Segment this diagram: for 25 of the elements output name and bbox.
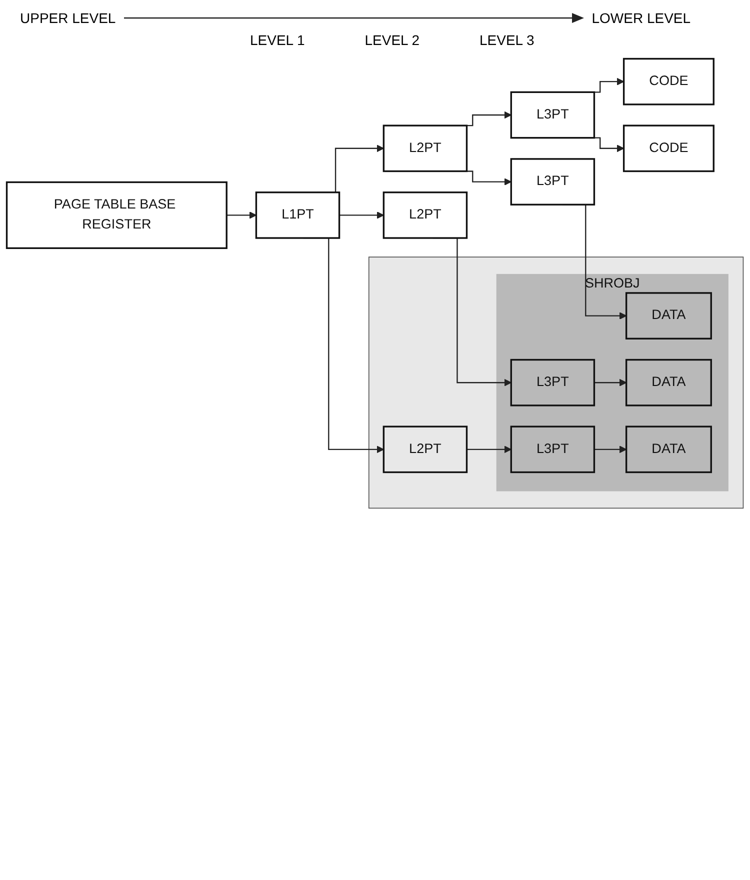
node-box: DATA [625, 426, 712, 474]
node-box: L3PT [510, 426, 596, 474]
node-box: L3PT [510, 91, 596, 139]
node-box: DATA [625, 292, 712, 340]
node-box: L2PT [382, 426, 468, 474]
node-box: L2PT [382, 124, 468, 172]
level-label: UPPER LEVEL [20, 10, 116, 26]
level-label: LEVEL 1 [250, 32, 305, 48]
arrow [594, 378, 627, 386]
arrow [594, 446, 627, 454]
node-box: L1PT [255, 192, 340, 239]
arrow [226, 211, 257, 219]
node-box: L2PT [382, 192, 468, 239]
node-box: L3PT [510, 158, 596, 206]
node-box: PAGE TABLE BASE REGISTER [6, 181, 228, 249]
level-label: LOWER LEVEL [592, 10, 691, 26]
level-label: LEVEL 3 [480, 32, 534, 48]
node-box: DATA [625, 358, 712, 406]
node-box: CODE [622, 58, 714, 106]
level-label: LEVEL 2 [364, 32, 420, 48]
cluster [368, 256, 744, 509]
arrow [466, 446, 512, 454]
node-box: L3PT [510, 358, 596, 406]
arrow [339, 211, 384, 219]
node-box: CODE [622, 124, 714, 172]
